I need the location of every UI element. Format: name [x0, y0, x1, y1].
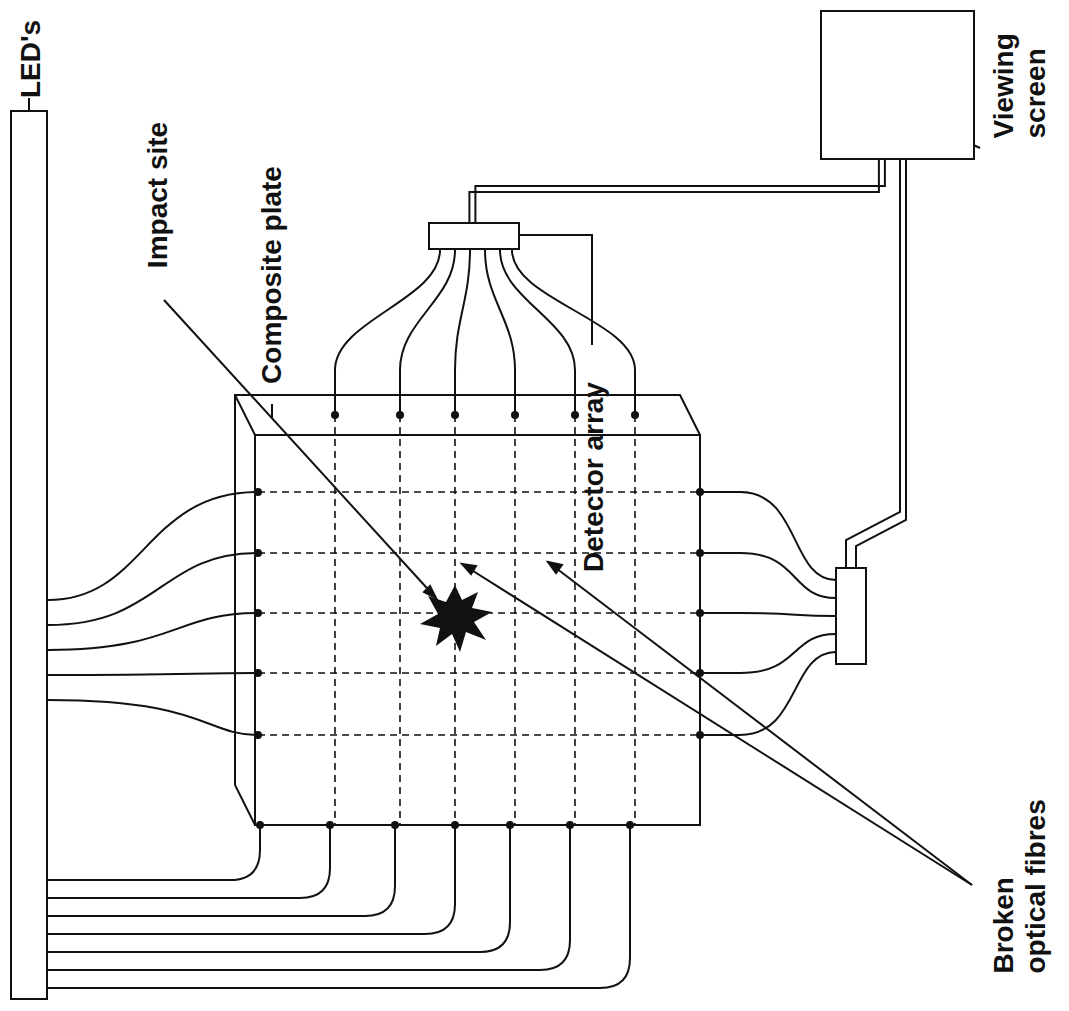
fibre — [514, 415, 516, 825]
composite-plate-outline — [235, 395, 700, 825]
signal-cable — [469, 160, 885, 222]
fibre-lead — [48, 825, 570, 970]
cable-strand — [469, 160, 879, 222]
node-label: LED's — [15, 20, 47, 98]
fibre-lead — [700, 553, 836, 598]
fibre — [399, 415, 401, 825]
fibre-end — [256, 821, 264, 829]
fibre-lead — [455, 250, 470, 415]
node-label: Viewing screen — [988, 46, 1052, 139]
fibre-lead — [48, 673, 258, 675]
fibre-lead — [335, 250, 440, 415]
fibre-lead — [48, 825, 260, 880]
fibre-end — [254, 669, 262, 677]
node-label: Detector array — [578, 382, 610, 572]
impact-damage — [420, 585, 492, 652]
plate-label: Composite plate — [256, 166, 288, 384]
fibre-end — [326, 821, 334, 829]
fibre-lead — [48, 613, 258, 650]
fibre-end — [696, 731, 704, 739]
led-array-box: LED's — [10, 110, 48, 1000]
fibre-lead — [512, 250, 635, 415]
detector-array-box: Detector array — [428, 222, 520, 250]
fibre-end — [566, 821, 574, 829]
fibre-lead — [400, 250, 455, 415]
fibre — [634, 415, 636, 825]
fibre-lead — [48, 700, 258, 735]
fibre-lead — [48, 492, 258, 600]
fibre-end — [391, 821, 399, 829]
fibre-end — [254, 549, 262, 557]
fibre-lead — [700, 634, 836, 673]
fibre-end — [626, 821, 634, 829]
fibre — [334, 415, 336, 825]
fibre — [574, 415, 576, 825]
fibre-end — [511, 411, 519, 419]
impact-label: Impact site — [142, 122, 174, 268]
fibre-end — [631, 411, 639, 419]
fibre-end — [254, 488, 262, 496]
leader-lines — [29, 98, 980, 885]
fibre-leads — [48, 250, 836, 988]
viewing-screen-box: Viewing screen — [820, 10, 975, 160]
fibre-label: Broken optical fibres — [988, 797, 1052, 974]
fibre-end — [254, 731, 262, 739]
fibre — [258, 491, 700, 493]
fibre — [258, 552, 700, 554]
fibre-end — [506, 821, 514, 829]
fibre-lead — [485, 250, 515, 415]
fibre-lead — [48, 825, 395, 916]
fibre-end — [254, 609, 262, 617]
fibre-lead — [48, 825, 455, 934]
fibre-lead — [500, 250, 575, 415]
fibre-lead — [48, 825, 330, 898]
fibre-end — [396, 411, 404, 419]
fibre-end — [696, 488, 704, 496]
fibre-end — [571, 411, 579, 419]
fibre-lead — [700, 613, 836, 616]
fibre-end — [451, 821, 459, 829]
cable-strand — [475, 160, 885, 222]
fibre-end — [696, 609, 704, 617]
fibre-lead — [700, 492, 836, 580]
fibre-lead — [48, 825, 510, 952]
fibre-end — [451, 411, 459, 419]
fibre — [258, 734, 700, 736]
fibre-end — [696, 549, 704, 557]
fibre-end — [331, 411, 339, 419]
fibre-lead — [48, 825, 630, 988]
